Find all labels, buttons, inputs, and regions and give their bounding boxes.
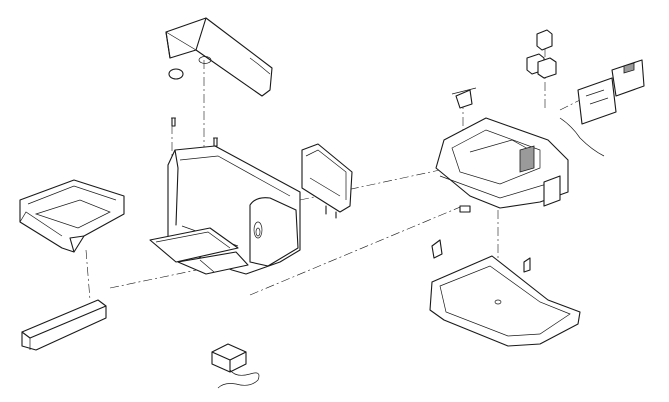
tray-slide-bar [21,299,107,351]
screw-left [171,117,176,127]
rear-access-door [301,143,353,219]
bottom-chassis [429,239,581,347]
power-adapter [211,343,260,389]
printer-base-housing [149,145,301,275]
print-mechanism [435,87,569,213]
cartridge-pair [526,29,557,79]
cover-knob [168,56,212,80]
paper-input-tray [19,179,125,253]
main-logic-board [559,59,645,157]
top-cover [165,17,273,97]
screw-right [213,137,218,147]
